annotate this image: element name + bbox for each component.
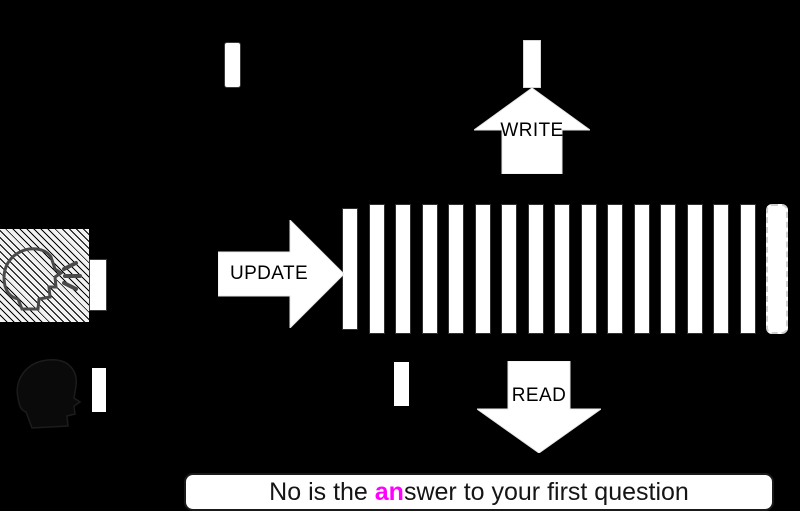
answer-bar: No is the answer to your first question [184,473,774,511]
answer-highlight: an [374,477,404,506]
tape-cell[interactable] [740,204,756,334]
tape-cell[interactable] [660,204,676,334]
speaking-head-icon [2,247,82,311]
write-arrow-label: WRITE [500,120,564,141]
update-arrow-shape [218,220,344,328]
answer-prefix: No is the [269,477,375,506]
write-arrow-shape [474,88,590,174]
marker-read-head [394,362,409,406]
marker-speaker [89,259,107,311]
tape-cell[interactable] [581,204,597,334]
tape-cell[interactable] [501,204,517,334]
answer-text: No is the answer to your first question [269,478,689,507]
head-silhouette-icon [16,359,82,429]
read-arrow[interactable]: READ [477,361,601,453]
write-arrow[interactable]: WRITE [474,88,590,174]
tape-cell[interactable] [687,204,703,334]
tape-cell[interactable] [713,204,729,334]
tape-cell[interactable] [369,204,385,334]
tape-cell[interactable] [528,204,544,334]
tape-cell[interactable] [475,204,491,334]
tape-cell[interactable] [448,204,464,334]
tape-cell[interactable] [554,204,570,334]
tape-cell[interactable] [422,204,438,334]
marker-top-left [224,42,241,88]
tape-cell[interactable] [395,204,411,334]
memory-tape [342,204,788,334]
tape-cell[interactable] [607,204,623,334]
marker-listener [92,368,106,412]
marker-write-head [523,40,541,88]
tape-cell[interactable] [766,204,788,334]
speaker-hatched-box [0,229,89,322]
answer-suffix: swer to your first question [403,477,689,506]
tape-cell[interactable] [342,208,358,330]
update-arrow-label: UPDATE [229,263,309,284]
read-arrow-label: READ [511,385,567,406]
tape-cell[interactable] [634,204,650,334]
update-arrow[interactable]: UPDATE [218,220,344,328]
read-arrow-shape [477,361,601,453]
